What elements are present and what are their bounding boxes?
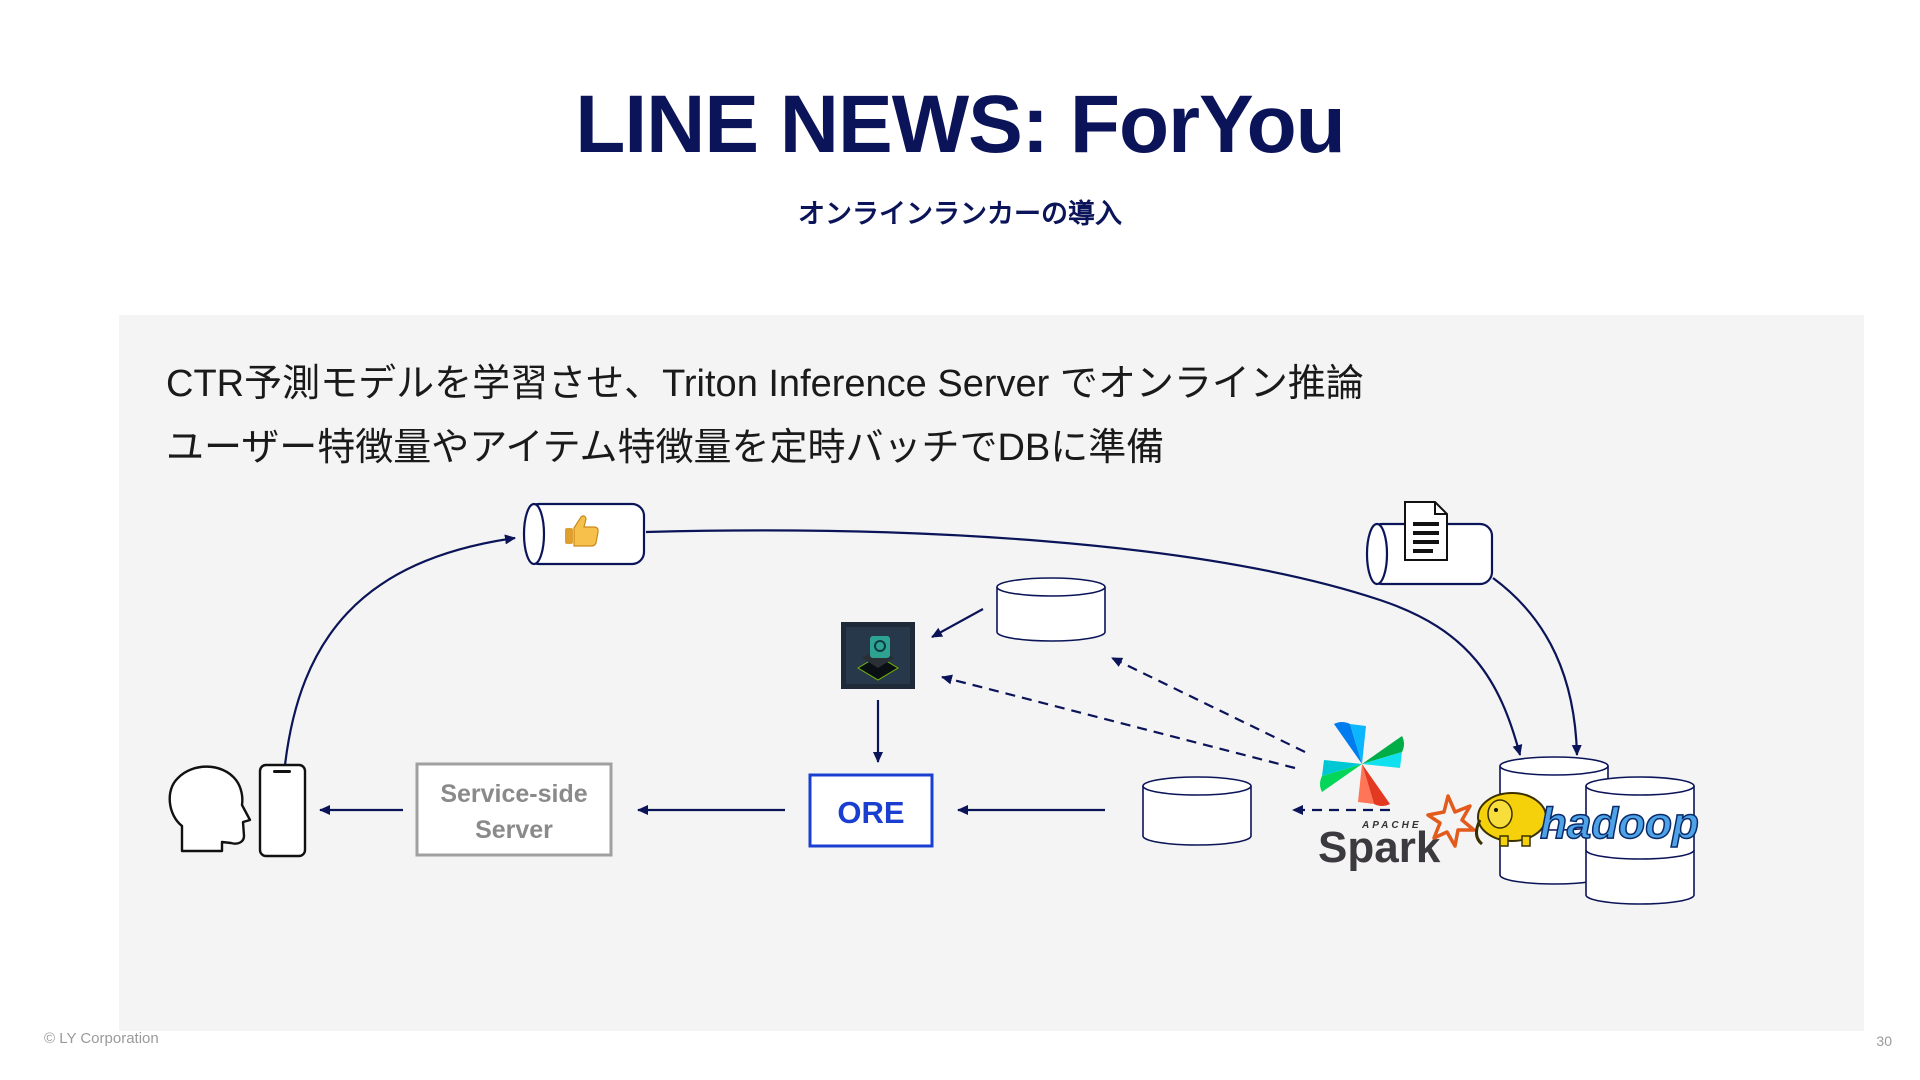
article-log-queue — [1365, 501, 1494, 586]
arrow-click-log-to-hadoop — [645, 529, 1523, 756]
triton-server-icon — [841, 622, 915, 689]
footer-copyright: © LY Corporation — [44, 1030, 159, 1047]
service-server-label-line2: Server — [475, 816, 553, 844]
person-head-icon — [168, 765, 252, 853]
hadoop-label: hadoop — [1540, 799, 1699, 848]
hadoop-db-cylinders — [1499, 756, 1695, 905]
spark-apache-text: APACHE — [1361, 820, 1421, 831]
smartphone-icon — [258, 763, 307, 858]
page-number: 30 — [1876, 1033, 1892, 1049]
model-db-cylinder — [996, 577, 1106, 642]
spark-logo: APACHE Spark — [1318, 794, 1476, 872]
airflow-pinwheel-icon — [1320, 722, 1404, 806]
thumbs-up-icon — [565, 515, 599, 547]
hadoop-elephant-icon — [1475, 792, 1547, 847]
content-panel — [119, 315, 1864, 1031]
arrow-model-db-to-triton — [931, 608, 984, 638]
spark-label: Spark — [1318, 823, 1441, 872]
hadoop-logo: hadoop — [1475, 792, 1700, 849]
spark-star-icon — [1426, 794, 1476, 848]
service-side-server-box: Service-side Server — [415, 762, 613, 857]
arrow-article-log-to-hadoop — [1492, 577, 1582, 756]
dashed-arrow-airflow-to-triton — [941, 674, 1296, 770]
bullet-batch-features: ユーザー特徴量やアイテム特徴量を定時バッチでDBに準備 — [166, 427, 1165, 469]
service-server-label-line1: Service-side — [440, 780, 587, 808]
feature-db-cylinder — [1142, 776, 1252, 846]
ore-label: ORE — [837, 795, 904, 830]
click-log-queue — [522, 502, 646, 566]
ore-box: ORE — [808, 773, 934, 848]
arrow-phone-to-click-log — [283, 534, 516, 766]
bullet-online-inference: CTR予測モデルを学習させ、Triton Inference Server でオ… — [166, 363, 1364, 405]
document-icon — [1404, 501, 1448, 561]
slide-title: LINE NEWS: ForYou — [575, 79, 1346, 170]
slide-subtitle: オンラインランカーの導入 — [798, 199, 1122, 229]
dashed-arrow-airflow-to-model-db — [1111, 657, 1306, 753]
